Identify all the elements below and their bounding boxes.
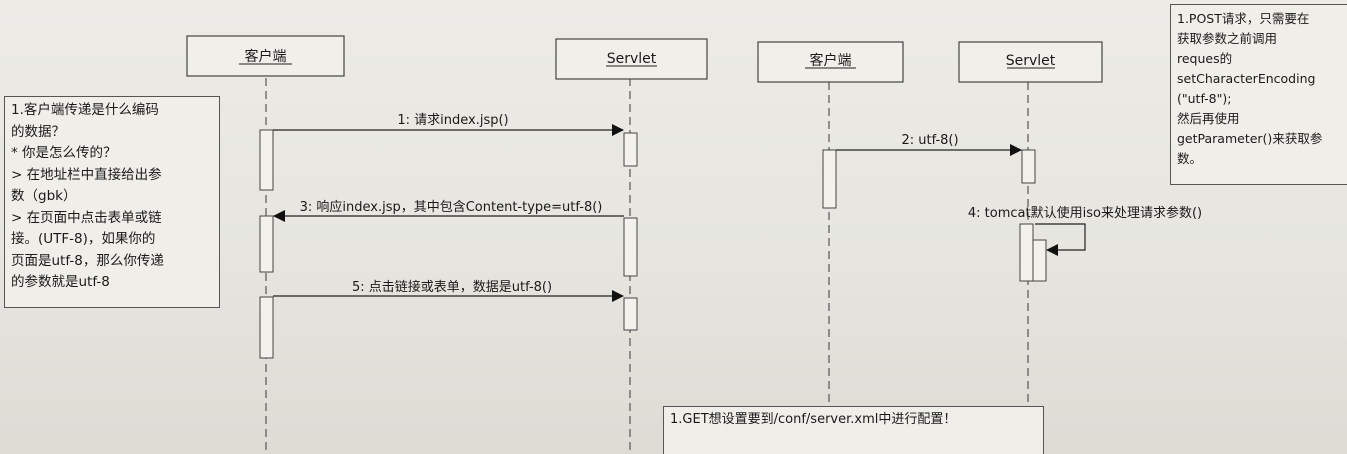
note-left-line: 1.客户端传递是什么编码: [11, 102, 159, 118]
note-left-line: * 你是怎么传的？: [11, 145, 117, 161]
message-4-label: 4: tomcat默认使用iso来处理请求参数(): [968, 205, 1202, 221]
activation-bar: [623, 217, 638, 277]
participant-client2-label: 客户端: [810, 52, 852, 69]
note-right-line: 数。: [1177, 151, 1203, 166]
note-right-line: setCharacterEncoding: [1177, 71, 1316, 86]
note-bottom: 1.GET想设置要到/conf/server.xml中进行配置！: [663, 406, 1044, 454]
note-right: 1.POST请求，只需要在 获取参数之前调用 reques的 setCharac…: [1170, 4, 1347, 185]
participant-client2: 客户端: [757, 41, 904, 83]
activation-bar: [259, 215, 274, 273]
activation-bar: [623, 132, 638, 167]
message-5: 5: 点击链接或表单，数据是utf-8(): [273, 279, 624, 302]
participant-client1: 客户端: [186, 35, 345, 77]
activation-bar: [1021, 149, 1036, 184]
note-right-line: ("utf-8");: [1177, 91, 1232, 106]
note-right-line: 然后再使用: [1177, 111, 1240, 126]
note-left-line: 数（gbk）: [11, 188, 77, 204]
participant-client1-label: 客户端: [245, 48, 287, 65]
note-left-line: > 在地址栏中直接给出参: [11, 166, 162, 183]
activation-bar: [623, 297, 638, 331]
message-1: 1: 请求index.jsp(): [273, 113, 624, 136]
message-4: 4: tomcat默认使用iso来处理请求参数(): [968, 205, 1202, 256]
participant-servlet2-label: Servlet: [1006, 53, 1056, 69]
participant-servlet1: Servlet: [555, 38, 708, 80]
note-right-line: getParameter()来获取参: [1177, 131, 1323, 146]
note-right-line: reques的: [1177, 51, 1233, 66]
note-left-line: 接。(UTF-8)，如果你的: [11, 231, 156, 247]
message-3-label: 3: 响应index.jsp，其中包含Content-type=utf-8(): [300, 199, 603, 215]
note-left-line: 的参数就是utf-8: [11, 274, 110, 290]
note-bottom-line: 1.GET想设置要到/conf/server.xml中进行配置！: [670, 412, 957, 427]
activation-bar: [1019, 223, 1034, 282]
activation-bar: [1032, 239, 1047, 282]
message-3: 3: 响应index.jsp，其中包含Content-type=utf-8(): [273, 199, 624, 222]
activation-bar: [259, 129, 274, 191]
message-2-label: 2: utf-8(): [901, 133, 958, 148]
note-left: 1.客户端传递是什么编码 的数据？ * 你是怎么传的？ > 在地址栏中直接给出参…: [4, 96, 220, 308]
message-1-label: 1: 请求index.jsp(): [397, 113, 508, 128]
note-right-line: 获取参数之前调用: [1177, 31, 1278, 46]
note-left-line: > 在页面中点击表单或链: [11, 209, 162, 226]
message-5-label: 5: 点击链接或表单，数据是utf-8(): [352, 279, 552, 295]
note-right-line: 1.POST请求，只需要在: [1177, 11, 1310, 26]
note-left-line: 页面是utf-8，那么你传递: [11, 252, 164, 269]
activation-bar: [259, 296, 274, 359]
participant-servlet1-label: Servlet: [607, 51, 657, 67]
note-left-line: 的数据？: [11, 123, 65, 140]
participant-servlet2: Servlet: [958, 41, 1103, 83]
activation-bar: [822, 149, 837, 209]
message-2: 2: utf-8(): [836, 133, 1022, 156]
